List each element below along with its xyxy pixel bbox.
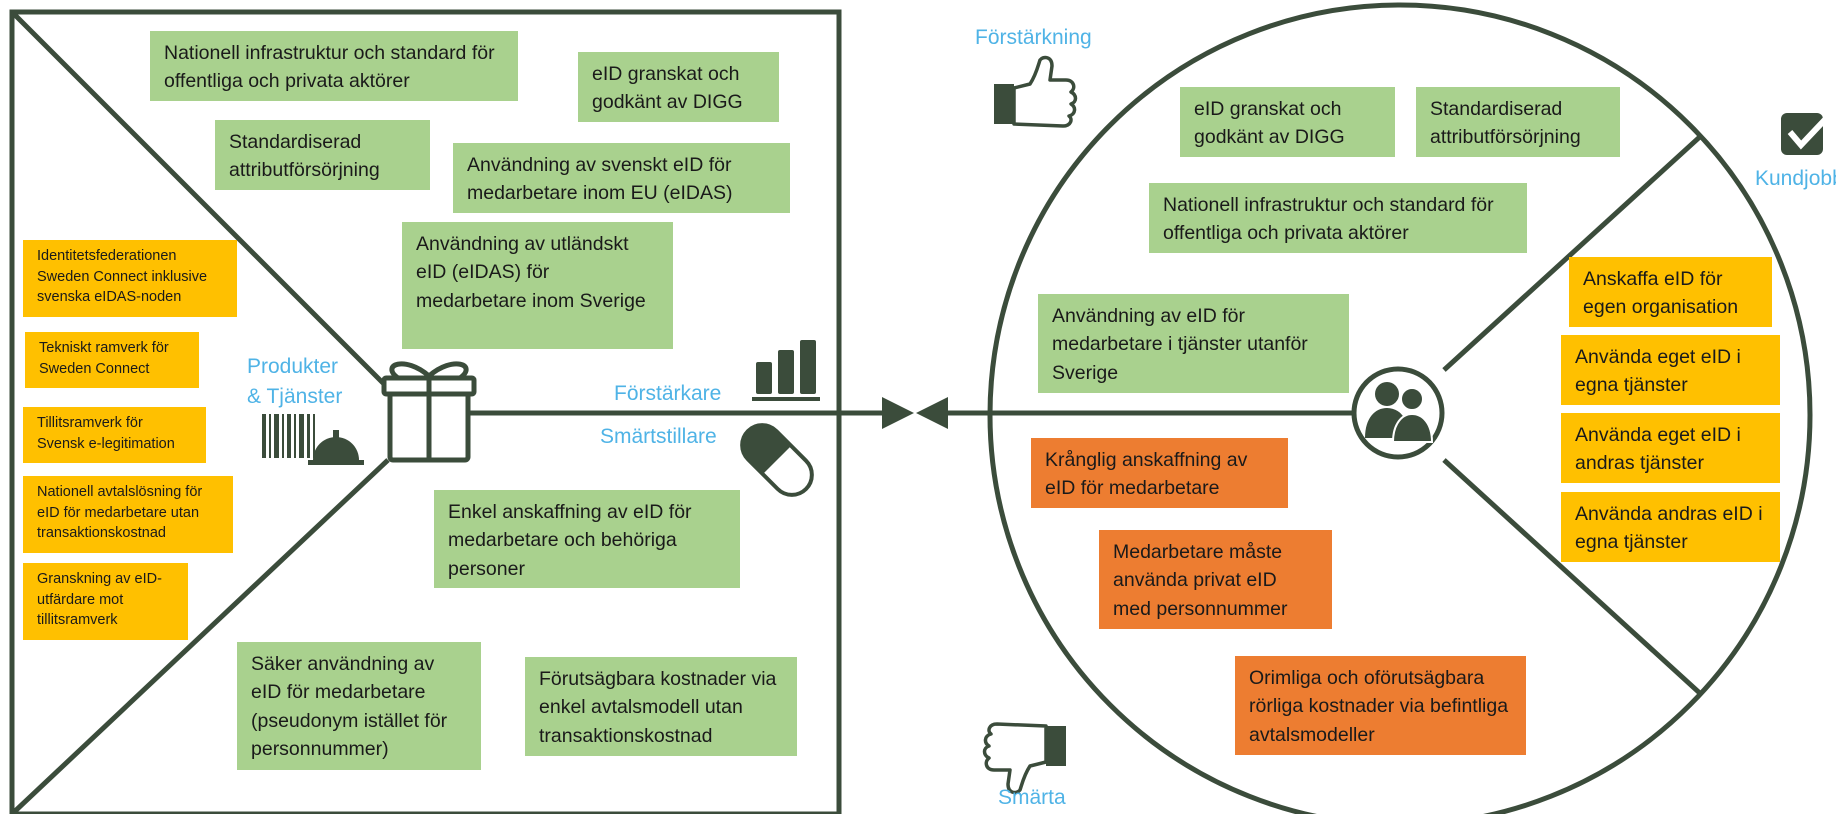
- gain-creator-note: Standardiserad attributförsörjning: [215, 120, 430, 190]
- gift-icon: [381, 361, 477, 463]
- customer-job-note: Anskaffa eID för egen organisation: [1569, 257, 1772, 327]
- product-note: Granskning av eID-utfärdare mot tillitsr…: [23, 563, 188, 640]
- pill-icon: [740, 423, 814, 497]
- product-note: Identitetsfederationen Sweden Connect in…: [23, 240, 237, 317]
- customer-job-note: Använda eget eID i andras tjänster: [1561, 413, 1780, 483]
- gain-creator-note: Användning av utländskt eID (eIDAS) för …: [402, 222, 673, 349]
- products-services-label: Produkter & Tjänster: [247, 352, 342, 412]
- customer-job-note: Använda andras eID i egna tjänster: [1561, 492, 1780, 562]
- thumbs-down-icon: [982, 722, 1066, 795]
- product-note: Tekniskt ramverk för Sweden Connect: [25, 332, 199, 388]
- customer-job-note: Använda eget eID i egna tjänster: [1561, 335, 1780, 405]
- gain-note: Nationell infrastruktur och standard för…: [1149, 183, 1527, 253]
- gains-label: Förstärkning: [975, 26, 1092, 49]
- pain-note: Medarbetare måste använda privat eID med…: [1099, 530, 1332, 629]
- customer-group-icon: [1351, 366, 1445, 460]
- pain-reliever-note: Enkel anskaffning av eID för medarbetare…: [434, 490, 740, 588]
- pain-note: Orimliga och oförutsägbara rörliga kostn…: [1235, 656, 1526, 755]
- checkmark-icon: [1781, 105, 1836, 155]
- product-note: Nationell avtalslösning för eID för meda…: [23, 476, 233, 553]
- gain-creators-label: Förstärkare: [614, 382, 722, 405]
- pain-reliever-note: Säker användning av eID för medarbetare …: [237, 642, 481, 770]
- pain-relievers-label: Smärtstillare: [600, 425, 717, 448]
- gain-creator-note: eID granskat och godkänt av DIGG: [578, 52, 779, 122]
- products-label-line-1: Produkter: [247, 355, 339, 378]
- barcode-and-service-bell-icon: [262, 414, 364, 465]
- value-map-frame: [9, 9, 885, 814]
- pains-label: Smärta: [998, 786, 1066, 809]
- pain-reliever-note: Förutsägbara kostnader via enkel avtalsm…: [525, 657, 797, 756]
- arrow-head-right: [882, 397, 914, 429]
- product-note: Tillitsramverk för Svensk e-legitimation: [23, 407, 206, 463]
- arrow-head-left: [916, 397, 948, 429]
- gain-note: eID granskat och godkänt av DIGG: [1180, 87, 1395, 157]
- gain-note: Användning av eID för medarbetare i tjän…: [1038, 294, 1349, 393]
- thumbs-up-icon: [994, 55, 1078, 128]
- gain-note: Standardiserad attributförsörjning: [1416, 87, 1620, 157]
- pain-note: Krånglig anskaffning av eID för medarbet…: [1031, 438, 1288, 508]
- gain-creator-note: Nationell infrastruktur och standard för…: [150, 31, 518, 101]
- customer-jobs-label: Kundjobb: [1755, 167, 1836, 190]
- products-label-line-2: & Tjänster: [247, 384, 343, 408]
- bar-chart-icon: [752, 340, 820, 401]
- gain-creator-note: Användning av svenskt eID för medarbetar…: [453, 143, 790, 213]
